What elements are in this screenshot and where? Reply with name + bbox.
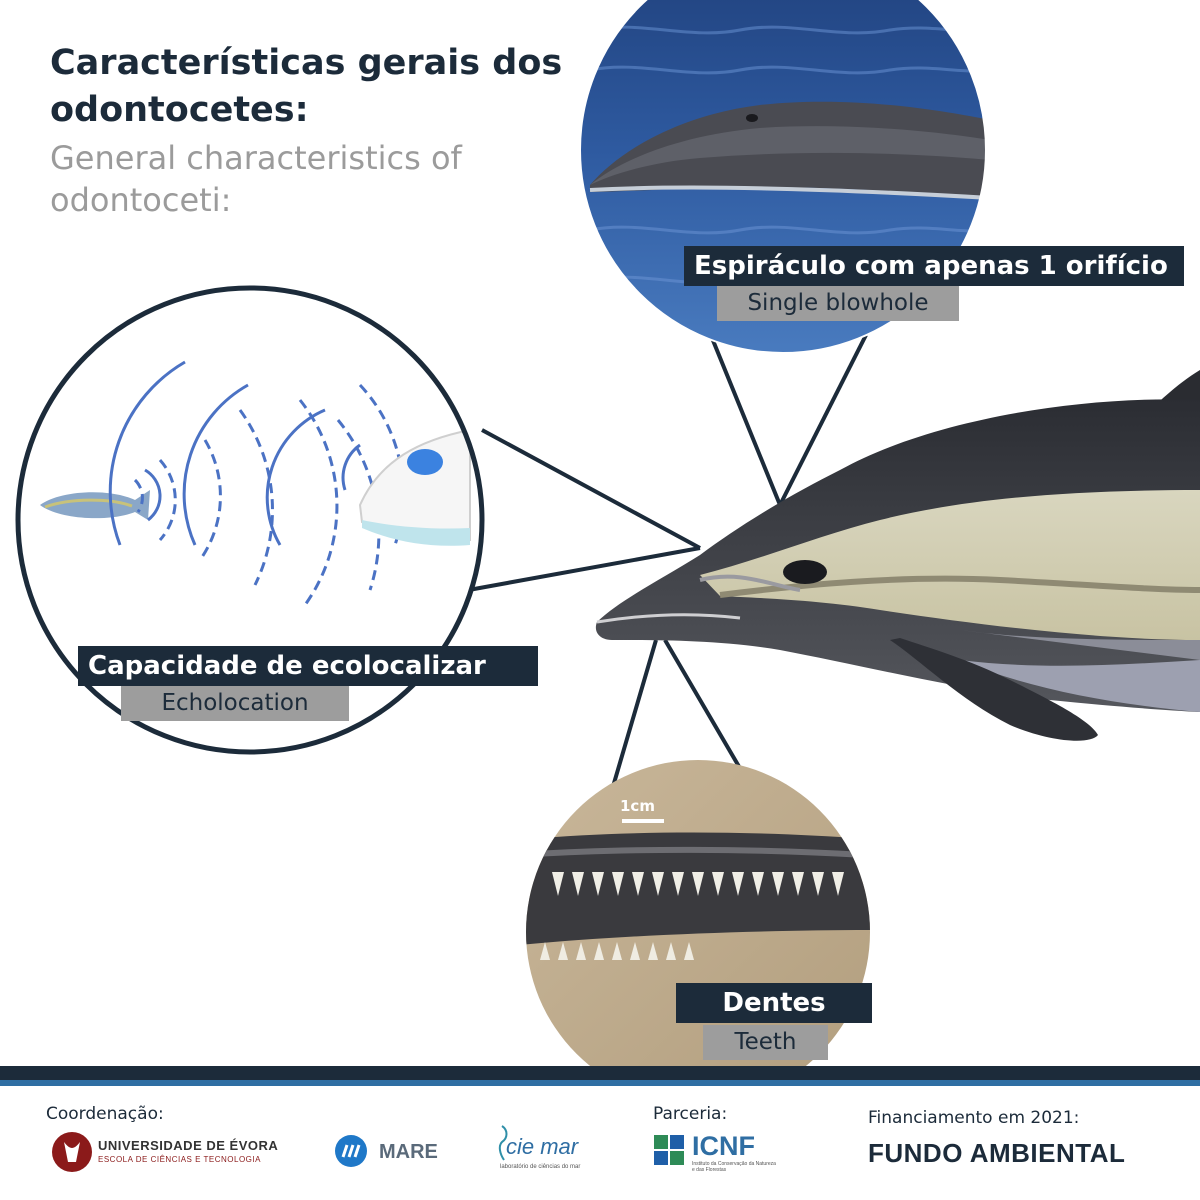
label-teeth-en: Teeth <box>703 1025 828 1060</box>
echolocation-diagram <box>15 285 485 755</box>
connector-lines <box>451 334 868 791</box>
icnf-subtitle: Instituto da Conservação da Natureza e d… <box>692 1161 776 1173</box>
icnf-name: ICNF <box>692 1131 755 1161</box>
ciemar-logo: cie mar laboratório de ciências do mar <box>492 1124 602 1176</box>
fish-icon <box>40 490 150 520</box>
title-portuguese: Características gerais dos odontocetes: <box>50 43 563 131</box>
scale-bar-label: 1cm <box>620 797 655 815</box>
label-blowhole-pt: Espiráculo com apenas 1 orifício <box>684 246 1184 286</box>
funding-label: Financiamento em 2021: <box>868 1108 1080 1128</box>
icnf-emblem-icon <box>654 1135 684 1165</box>
label-echolocation-pt: Capacidade de ecolocalizar <box>78 646 538 686</box>
footer-bar-dark <box>0 1066 1200 1080</box>
ciemar-seahorse-icon <box>498 1125 508 1161</box>
ciemar-subtitle: laboratório de ciências do mar <box>500 1164 581 1170</box>
partnership-label: Parceria: <box>653 1104 728 1124</box>
coordination-label: Coordenação: <box>46 1104 164 1124</box>
fundo-ambiental-logo: FUNDO AMBIENTAL <box>868 1138 1126 1168</box>
mare-logo: MARE <box>333 1133 443 1169</box>
footer-bar-blue <box>0 1080 1200 1086</box>
uevora-logo: UNIVERSIDADE DE ÉVORA ESCOLA DE CIÊNCIAS… <box>50 1130 300 1174</box>
label-echolocation-en: Echolocation <box>121 686 349 721</box>
uevora-school: ESCOLA DE CIÊNCIAS E TECNOLOGIA <box>98 1155 261 1164</box>
uevora-emblem-icon <box>52 1132 92 1172</box>
label-blowhole-en: Single blowhole <box>717 286 959 321</box>
uevora-name: UNIVERSIDADE DE ÉVORA <box>98 1138 279 1153</box>
icnf-logo: ICNF Instituto da Conservação da Naturez… <box>652 1131 782 1177</box>
dolphin-illustration <box>595 370 1200 741</box>
label-teeth-pt: Dentes <box>676 983 872 1023</box>
ciemar-name: cie mar <box>506 1134 579 1159</box>
footer <box>0 1066 1200 1200</box>
mare-name: MARE <box>379 1141 438 1163</box>
mare-wave-icon <box>335 1135 367 1167</box>
title-english: General characteristics of odontoceti: <box>50 139 462 219</box>
